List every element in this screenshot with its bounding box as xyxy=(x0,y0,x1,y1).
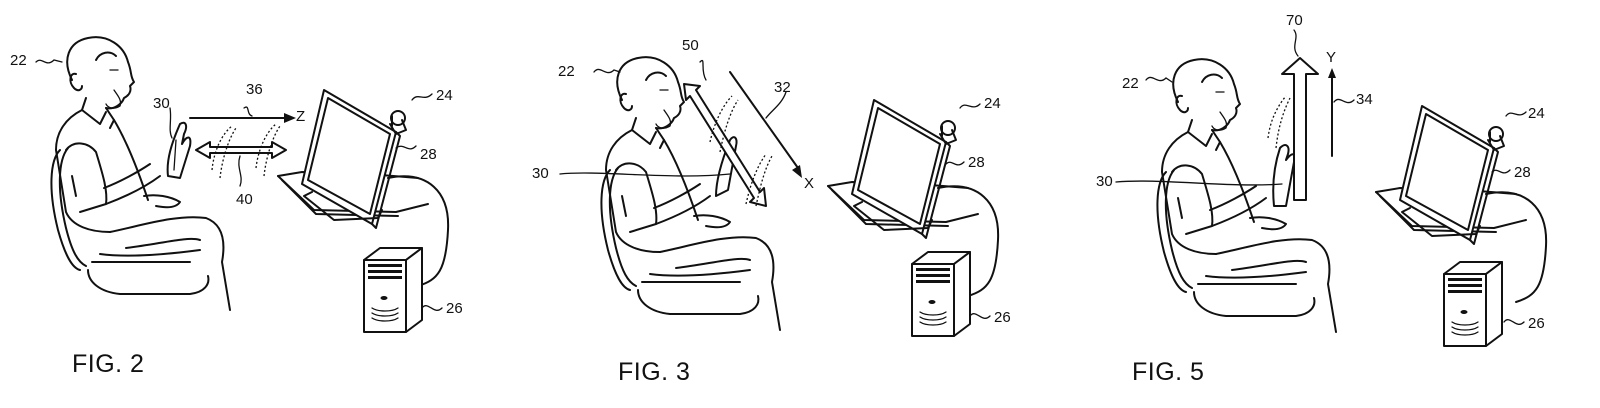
label-motion-arrow-70: 70 xyxy=(1286,12,1303,29)
figure-2-drawing xyxy=(35,36,450,333)
label-axis-y: Y xyxy=(1326,49,1337,66)
label-user-22: 22 xyxy=(10,52,27,69)
label-computer-26: 26 xyxy=(446,300,463,317)
label-display-28: 28 xyxy=(1514,164,1531,181)
label-motion-arrow-40: 40 xyxy=(236,191,253,208)
label-display-28: 28 xyxy=(420,146,437,163)
figure-5-caption: FIG. 5 xyxy=(1132,358,1205,386)
label-computer-26: 26 xyxy=(1528,315,1545,332)
label-hand-30: 30 xyxy=(1096,173,1113,190)
label-camera-24: 24 xyxy=(436,87,453,104)
figure-3-drawing xyxy=(559,56,1000,337)
label-axis-arrow-34: 34 xyxy=(1356,91,1373,108)
figure-3: 22 50 32 X 30 24 28 26 FIG. 3 xyxy=(520,0,1060,408)
label-axis-x: X xyxy=(804,175,815,192)
label-hand-30: 30 xyxy=(532,165,549,182)
label-camera-24: 24 xyxy=(1528,105,1545,122)
figure-2-caption: FIG. 2 xyxy=(72,350,145,378)
label-motion-arrow-50: 50 xyxy=(682,37,699,54)
label-computer-26: 26 xyxy=(994,309,1011,326)
label-user-22: 22 xyxy=(558,63,575,80)
figure-3-caption: FIG. 3 xyxy=(618,358,691,386)
figure-5-drawing xyxy=(1115,29,1548,347)
label-axis-z: Z xyxy=(296,108,306,125)
figure-5: 22 70 Y 34 30 24 28 26 FIG. 5 xyxy=(1060,0,1600,408)
label-hand-30: 30 xyxy=(153,95,170,112)
label-user-22: 22 xyxy=(1122,75,1139,92)
label-display-28: 28 xyxy=(968,154,985,171)
label-camera-24: 24 xyxy=(984,95,1001,112)
label-axis-arrow-32: 32 xyxy=(774,79,791,96)
label-axis-arrow-36: 36 xyxy=(246,81,263,98)
figure-2: 22 30 36 Z 40 24 28 26 FIG. 2 xyxy=(0,0,520,408)
